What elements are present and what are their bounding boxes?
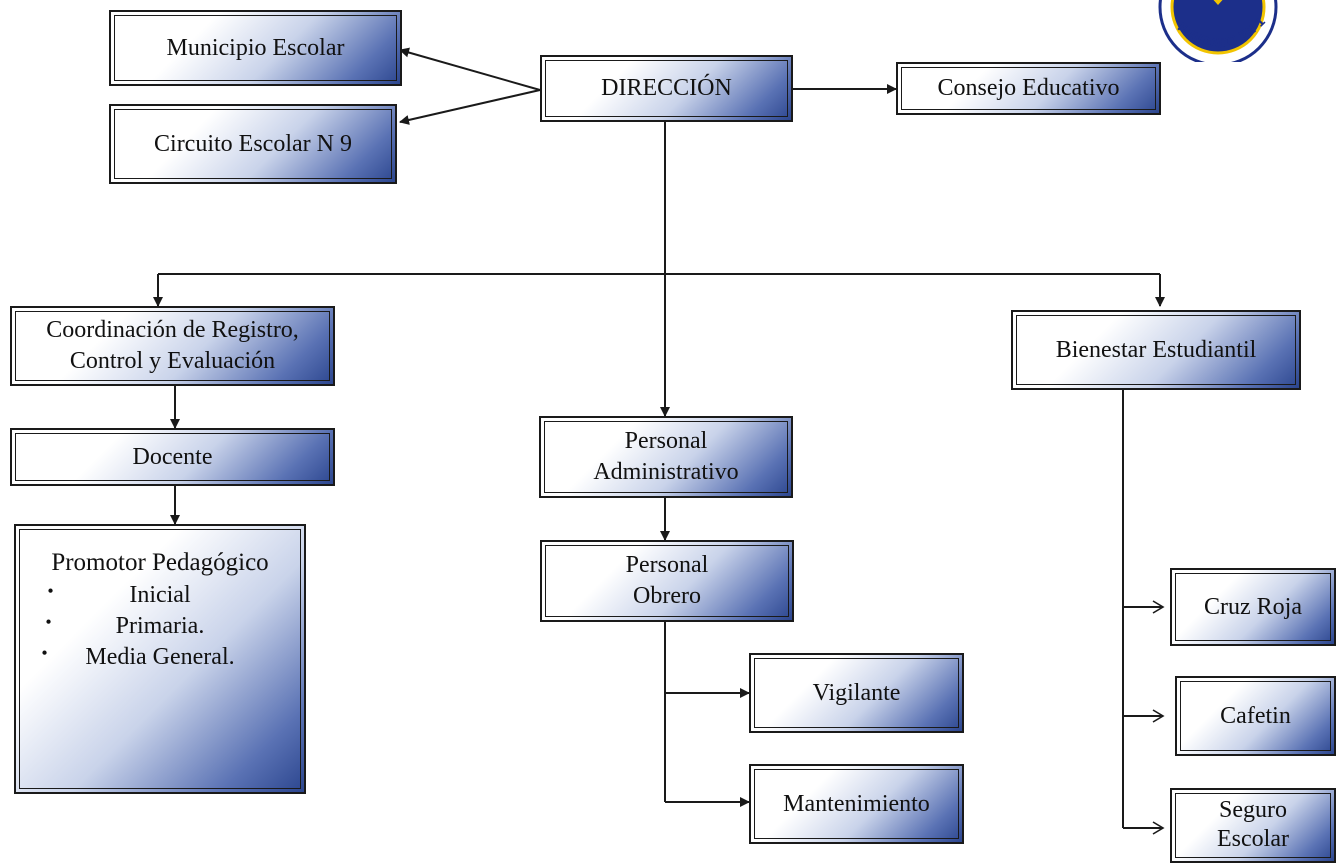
node-label: Mantenimiento: [783, 790, 930, 817]
node-direccion: DIRECCIÓN: [540, 55, 793, 122]
node-circuito-escolar: Circuito Escolar N 9: [109, 104, 397, 184]
promotor-title: Promotor Pedagógico: [51, 549, 269, 576]
node-label: Cruz Roja: [1204, 593, 1302, 620]
node-label-line2: Administrativo: [593, 459, 739, 485]
node-label: Bienestar Estudiantil: [1055, 336, 1257, 363]
node-label-line1: Personal: [624, 427, 708, 454]
node-coordinacion: Coordinación de Registro, Control y Eval…: [10, 306, 335, 386]
node-label: Circuito Escolar N 9: [154, 130, 352, 157]
promotor-item: •Inicial: [47, 581, 191, 608]
school-seal-logo: FUNDADO EN 1969: [1130, 0, 1278, 62]
node-municipio-escolar: Municipio Escolar: [109, 10, 402, 86]
node-label-line1: Seguro: [1219, 796, 1287, 823]
node-bienestar-estudiantil: Bienestar Estudiantil: [1011, 310, 1301, 390]
edge-direccion-municipio: [399, 47, 541, 91]
node-personal-obrero: Personal Obrero: [540, 540, 794, 622]
node-label: Municipio Escolar: [166, 34, 345, 61]
node-personal-administrativo: Personal Administrativo: [539, 416, 793, 498]
promotor-item: •Media General.: [41, 643, 235, 671]
promotor-item: •Primaria.: [45, 612, 205, 640]
node-label: Consejo Educativo: [937, 75, 1120, 102]
node-promotor-pedagogico: Promotor Pedagógico •Inicial •Primaria. …: [14, 524, 306, 794]
node-label-line2: Control y Evaluación: [69, 348, 276, 374]
node-vigilante: Vigilante: [749, 653, 964, 733]
node-label: Docente: [132, 443, 213, 470]
node-docente: Docente: [10, 428, 335, 486]
node-label-line1: Coordinación de Registro,: [46, 316, 299, 343]
node-label: Vigilante: [812, 679, 901, 706]
node-cafetin: Cafetin: [1175, 676, 1336, 756]
node-label-line1: Personal: [625, 551, 709, 578]
edge-direccion-circuito: [399, 89, 541, 125]
node-cruz-roja: Cruz Roja: [1170, 568, 1336, 646]
node-mantenimiento: Mantenimiento: [749, 764, 964, 844]
node-label: DIRECCIÓN: [601, 75, 732, 102]
node-label-line2: Obrero: [633, 583, 701, 609]
promotor-list: •Inicial •Primaria. •Media General.: [41, 580, 235, 674]
node-label-line2: Escolar: [1217, 825, 1289, 852]
node-label: Cafetin: [1220, 702, 1291, 729]
node-seguro-escolar: Seguro Escolar: [1170, 788, 1336, 863]
node-consejo-educativo: Consejo Educativo: [896, 62, 1161, 115]
